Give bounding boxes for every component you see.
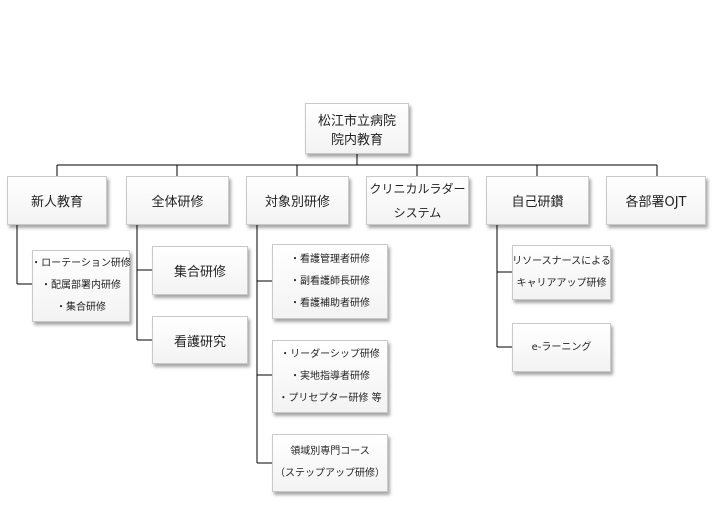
category-box-shinjin: 新人教育 [7,176,107,225]
list-item: ・ローテーション研修 [31,258,131,269]
list-item: ・副看護師長研修 [290,275,370,287]
root-hospital-name: 松江市立病院 [317,113,396,129]
child-label-line-1: リソースナースによる [512,255,611,267]
taishou-leadership-list: ・リーダーシップ研修 ・実地指導者研修 ・プリセプター研修 等 [272,340,388,413]
category-box-taishou: 対象別研修 [246,176,349,225]
child-label-line-2: キャリアアップ研修 [516,277,607,289]
category-box-clinical: クリニカルラダー システム [366,176,469,225]
list-item: ・実地指導者研修 [290,370,370,382]
child-label-line-2: （ステップアップ研修） [275,468,385,479]
shinjin-training-list: ・ローテーション研修 ・配属部署内研修 ・集合研修 [31,250,131,322]
category-label: 全体研修 [151,195,204,210]
child-label: 集合研修 [173,265,226,280]
list-item: ・看護補助者研修 [290,297,370,309]
category-label: 自己研鑽 [511,195,564,210]
category-box-jiko: 自己研鑽 [486,176,589,225]
list-item: ・リーダーシップ研修 [280,348,380,360]
child-label-line-1: 領域別専門コース [290,446,370,457]
zentai-shugo-box: 集合研修 [152,246,248,295]
taishou-ryoiki-box: 領域別専門コース （ステップアップ研修） [272,434,388,492]
category-label-line-2: システム [393,205,442,220]
category-label: 対象別研修 [264,195,330,210]
category-label: 各部署OJT [625,195,687,210]
list-item: ・プリセプター研修 等 [278,392,382,404]
category-label-line-1: クリニカルラダー [369,181,466,196]
category-label: 新人教育 [30,195,83,210]
list-item: ・看護管理者研修 [290,253,370,265]
jiko-resource-nurse-box: リソースナースによる キャリアアップ研修 [512,245,611,300]
child-label: 看護研究 [173,334,226,350]
list-item: ・集合研修 [56,302,106,313]
category-box-kakubu: 各部署OJT [606,176,706,225]
taishou-management-list: ・看護管理者研修 ・副看護師長研修 ・看護補助者研修 [272,244,388,319]
child-label: e-ラーニング [531,341,592,353]
zentai-kango-box: 看護研究 [152,316,248,364]
root-box: 松江市立病院 院内教育 [305,103,409,154]
root-education-label: 院内教育 [330,132,383,148]
list-item: ・配属部署内研修 [41,280,121,291]
jiko-elearning-box: e-ラーニング [512,323,611,372]
category-box-zentai: 全体研修 [126,176,229,225]
